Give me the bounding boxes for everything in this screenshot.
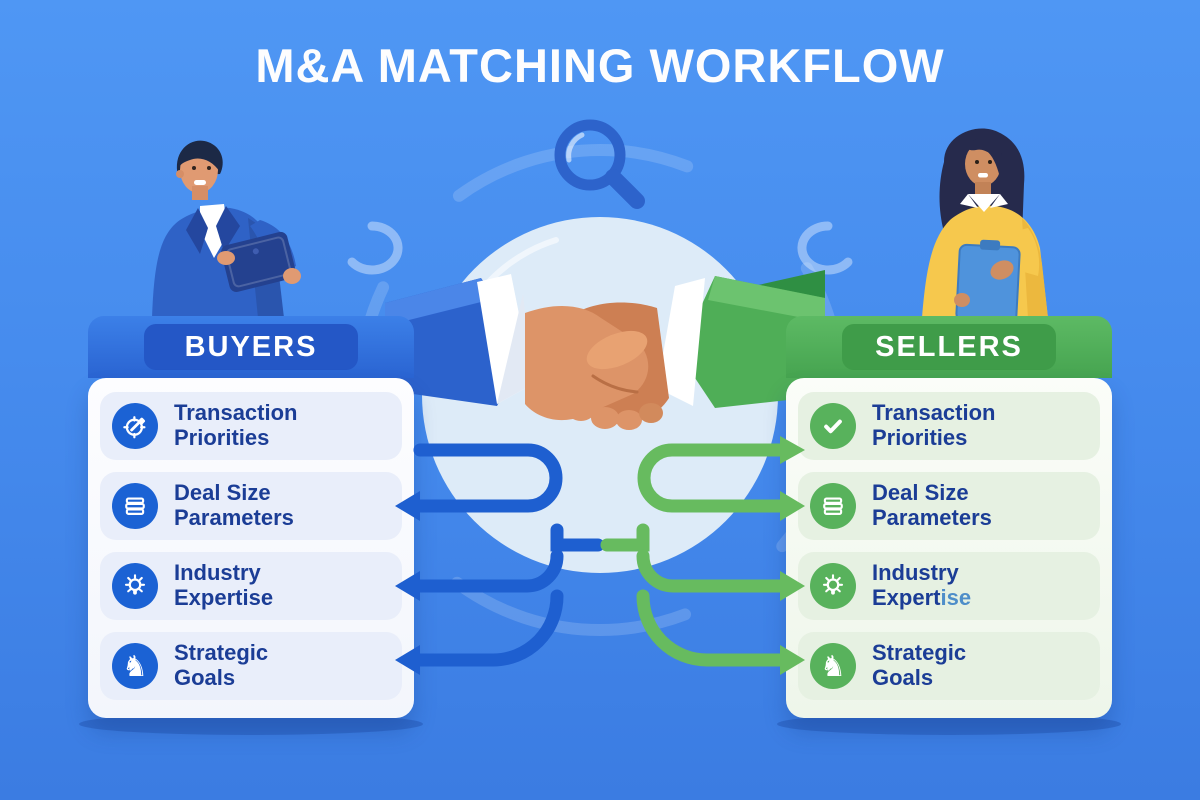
list-item: Industry Expertise [100,552,402,620]
item-line1: Strategic [174,640,269,666]
item-label: Strategic Goals [174,641,268,690]
knight-icon: ♞ [810,643,856,689]
item-label: Transaction Priorities [872,401,995,450]
list-item: ♞ Strategic Goals [100,632,402,700]
list-item: Industry Expertise [798,552,1100,620]
item-line2: Parameters [174,505,294,530]
handshake-illustration [385,270,825,430]
item-line1: Transaction [174,400,298,426]
item-line1: Industry [872,560,959,586]
sellers-header: SELLERS [842,324,1056,370]
item-line2: Goals [872,665,934,690]
list-item: Transaction Priorities [100,392,402,460]
sellers-panel: SELLERS Transaction Priorities [786,316,1112,718]
buyers-header-banner: BUYERS [88,316,414,378]
lightbulb-icon [112,563,158,609]
item-line1: Industry [174,560,261,586]
item-label: Industry Expertise [872,561,971,610]
buyers-panel: BUYERS Transaction Priorities [88,316,414,718]
item-line2-accent: ise [940,585,972,610]
magnifier-icon [554,119,645,209]
item-line2: Expert [872,585,941,610]
item-line2: Goals [174,665,236,690]
layers-icon [810,483,856,529]
item-line2: Priorities [872,425,968,450]
item-label: Industry Expertise [174,561,273,610]
page-title: M&A MATCHING WORKFLOW [255,39,945,92]
seller-illustration [922,128,1048,318]
item-label: Transaction Priorities [174,401,297,450]
buyers-header-label: BUYERS [184,330,318,363]
item-label: Strategic Goals [872,641,966,690]
knight-glyph: ♞ [820,649,846,683]
item-line1: Deal Size [872,480,969,506]
lightbulb-icon [810,563,856,609]
sellers-list: Transaction Priorities Deal Size Paramet… [786,378,1112,718]
list-item: Deal Size Parameters [798,472,1100,540]
item-line2: Parameters [872,505,992,530]
list-item: ♞ Strategic Goals [798,632,1100,700]
item-line1: Deal Size [174,480,271,506]
target-arrow-icon [112,403,158,449]
layers-icon [112,483,158,529]
buyers-list: Transaction Priorities Deal Size Paramet… [88,378,414,718]
buyers-header: BUYERS [144,324,358,370]
list-item: Deal Size Parameters [100,472,402,540]
item-line2: Expertise [174,585,274,610]
knight-icon: ♞ [112,643,158,689]
item-line1: Transaction [872,400,996,426]
sellers-header-banner: SELLERS [786,316,1112,378]
check-icon [810,403,856,449]
knight-glyph: ♞ [122,649,148,683]
list-item: Transaction Priorities [798,392,1100,460]
item-label: Deal Size Parameters [872,481,992,530]
buyer-illustration [152,140,301,318]
item-line1: Strategic [872,640,967,666]
sellers-header-label: SELLERS [875,330,1023,363]
item-label: Deal Size Parameters [174,481,294,530]
item-line2: Priorities [174,425,270,450]
